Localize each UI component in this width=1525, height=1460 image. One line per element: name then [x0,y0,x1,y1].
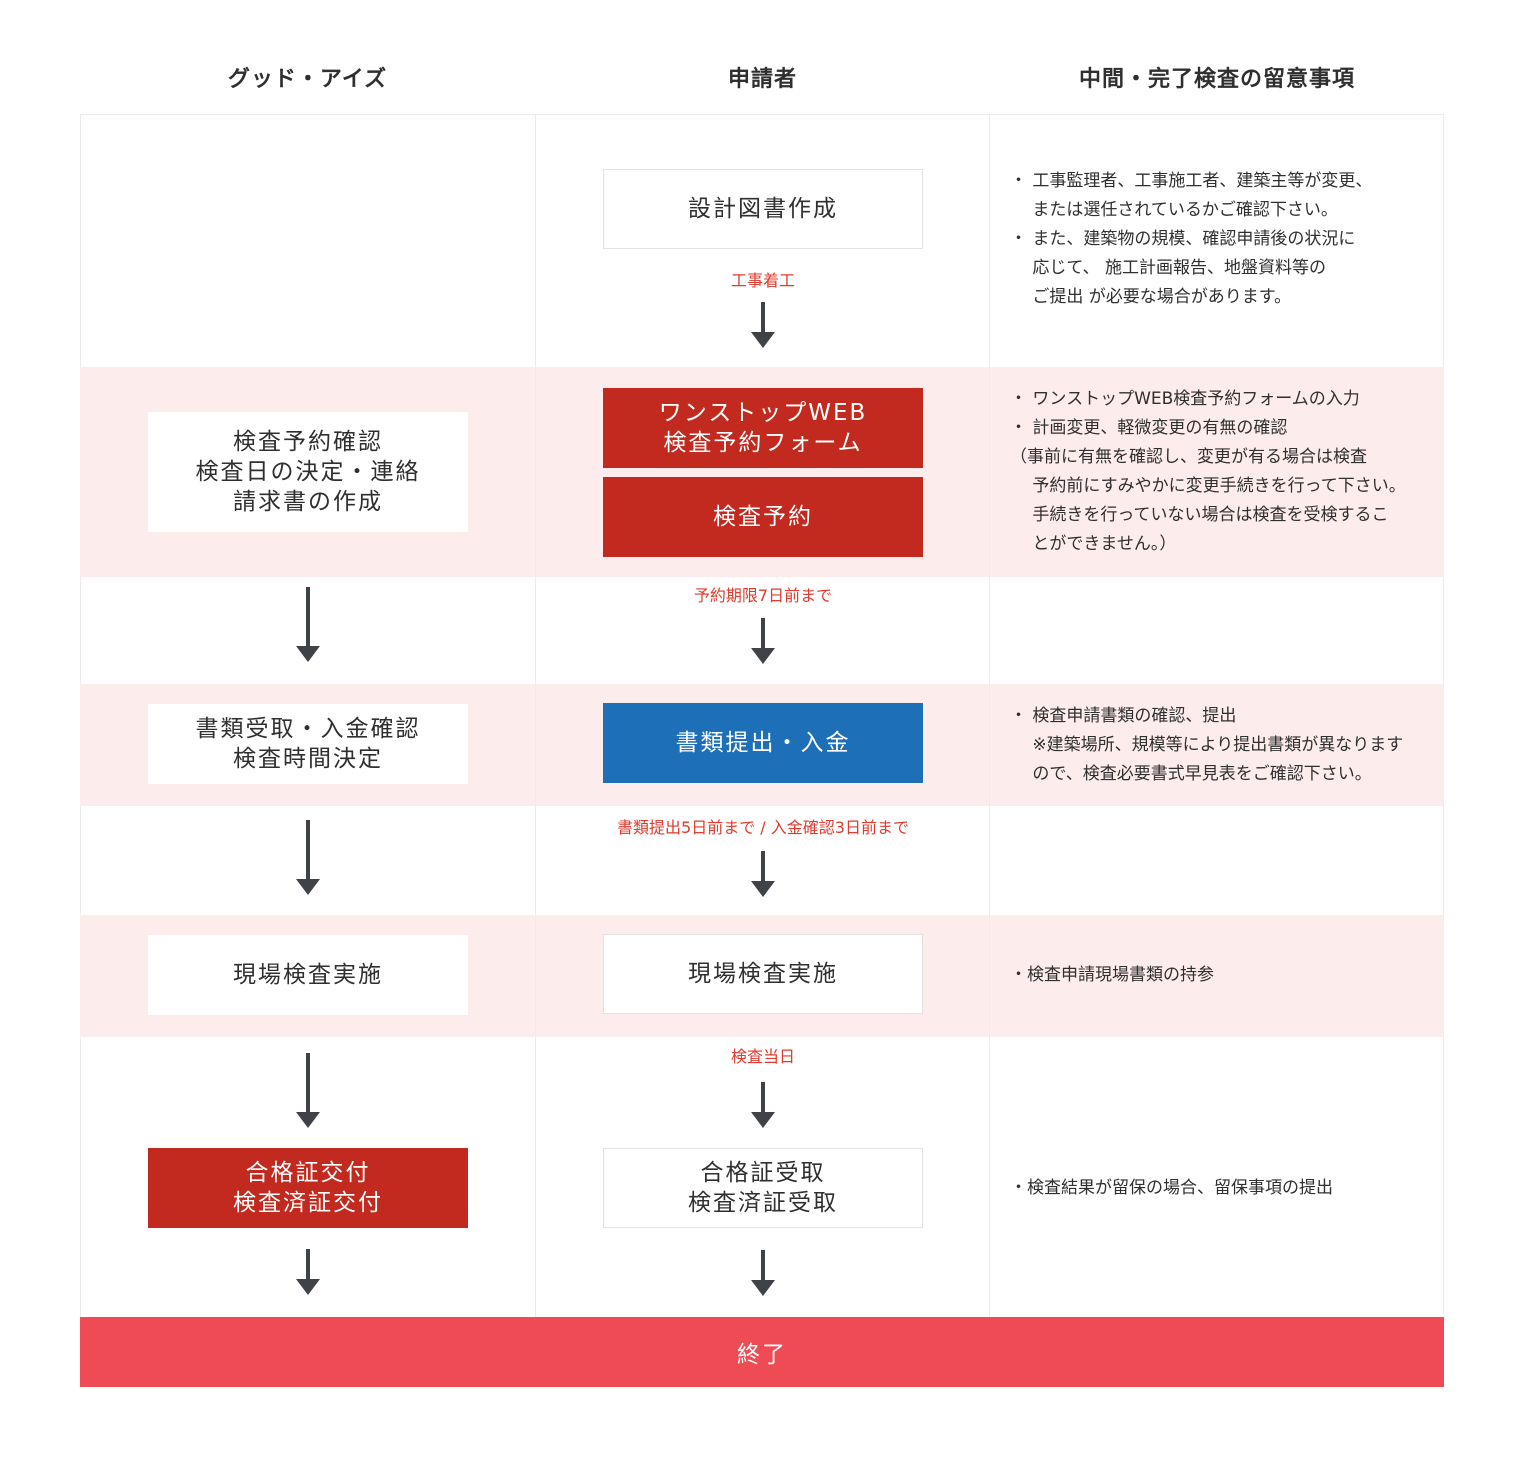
step-reservation-confirm: 検査予約確認 検査日の決定・連絡 請求書の作成 [148,412,468,532]
column-header-applicant: 申請者 [727,67,797,92]
timing-reservation-deadline: 予約期限7日前まで [693,586,833,605]
step-design-documents: 設計図書作成 [603,169,923,249]
arrow-down-icon [751,851,775,897]
column-divider-1 [535,114,536,1318]
arrow-down-icon [751,302,775,348]
column-header-notes: 中間・完了検査の留意事項 [1078,67,1355,92]
timing-documents-deadline: 書類提出5日前まで / 入金確認3日前まで [617,818,909,837]
arrow-down-icon [296,820,320,895]
timing-inspection-day: 検査当日 [730,1047,795,1066]
step-inspection-reservation: 検査予約 [603,477,923,557]
step-documents-submit: 書類提出・入金 [603,703,923,783]
arrow-down-icon [751,618,775,664]
note-item: ・ 工事監理者、工事施工者、建築主等が変更、 または選任されているかご確認下さい… [1010,171,1373,220]
step-site-inspection-right: 現場検査実施 [603,934,923,1014]
arrow-down-icon [296,1249,320,1295]
arrow-down-icon [751,1250,775,1296]
arrow-down-icon [296,587,320,662]
notes-row-1: ・ 工事監理者、工事施工者、建築主等が変更、 または選任されているかご確認下さい… [1010,167,1435,312]
end-bar: 終了 [80,1317,1444,1387]
step-documents-received: 書類受取・入金確認 検査時間決定 [148,704,468,784]
arrow-down-icon [751,1082,775,1128]
column-header-goodeyes: グッド・アイズ [227,67,388,92]
step-certificate-issue: 合格証交付 検査済証交付 [148,1148,468,1228]
note-item: ・ また、建築物の規模、確認申請後の状況に 応じて、 施工計画報告、地盤資料等の… [1010,229,1356,307]
notes-row-3: ・ 検査申請書類の確認、提出 ※建築場所、規模等により提出書類が異なります ので… [1010,702,1435,789]
note-row-5: ・検査結果が留保の場合、留保事項の提出 [1010,1178,1333,1198]
timing-construction-start: 工事着工 [730,271,795,290]
step-site-inspection-left: 現場検査実施 [148,935,468,1015]
step-certificate-receive: 合格証受取 検査済証受取 [603,1148,923,1228]
note-row-4: ・検査申請現場書類の持参 [1010,965,1214,985]
arrow-down-icon [296,1053,320,1128]
notes-row-2: ・ ワンストップWEB検査予約フォームの入力 ・ 計画変更、軽微変更の有無の確認… [1010,385,1435,559]
column-divider-2 [989,114,990,1318]
step-web-reservation-form: ワンストップWEB 検査予約フォーム [603,388,923,468]
note-item: ・ 計画変更、軽微変更の有無の確認 （事前に有無を確認し、変更が有る場合は検査 … [1010,418,1406,554]
note-item: ・ 検査申請書類の確認、提出 ※建築場所、規模等により提出書類が異なります ので… [1010,706,1404,784]
note-item: ・ ワンストップWEB検査予約フォームの入力 [1010,389,1360,409]
